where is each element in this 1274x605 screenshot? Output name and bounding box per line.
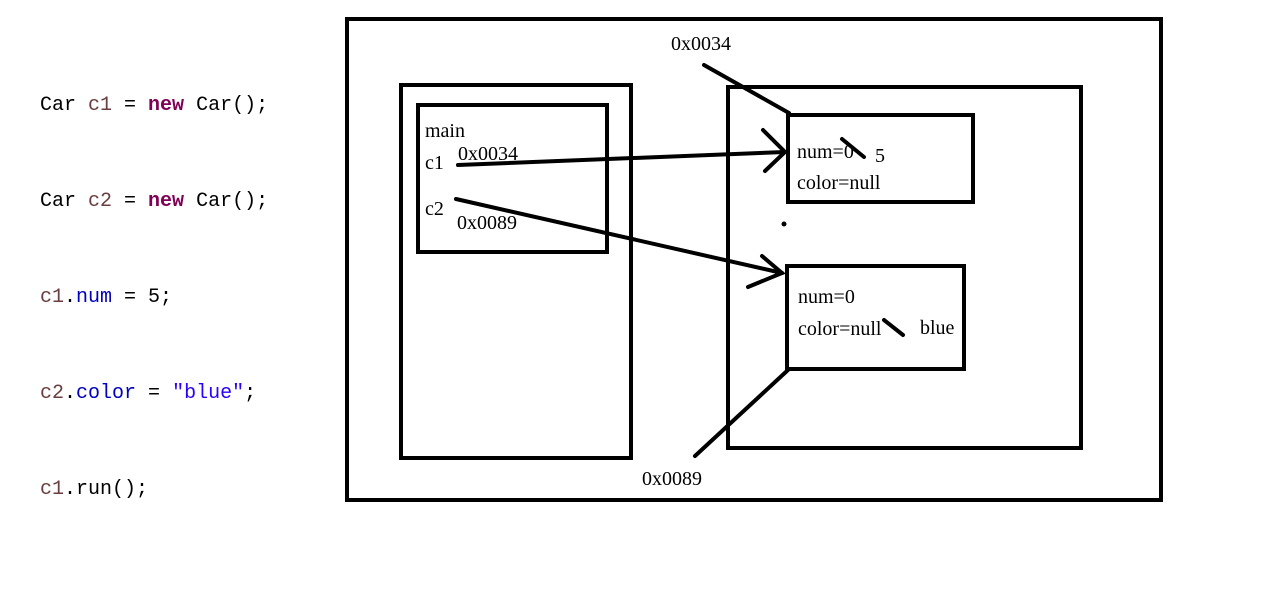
main-frame-box [416,103,609,254]
object1-num: num=0 [797,141,854,163]
code-token: ; [244,382,257,405]
object1-box [786,113,975,204]
code-token: . [64,286,77,309]
code-token: new [148,190,185,213]
code-token: .run(); [64,478,149,501]
stack-box [399,83,633,460]
code-token: num [76,286,113,309]
code-token: c1 [40,286,65,309]
dot-mark [781,221,787,227]
code-line: c1.run(); [40,474,268,506]
code-token: Car [40,94,89,117]
code-token: = [112,94,149,117]
code-line: Car c2 = new Car(); [40,186,268,218]
c2-label: c2 [425,198,444,220]
object1-num-strikethrough [840,137,866,159]
c1-label: c1 [425,152,444,174]
code-token: = [112,190,149,213]
object1-num-new: 5 [875,145,885,167]
code-token: c1 [40,478,65,501]
c1-address: 0x0034 [458,143,518,165]
c2-reference-arrow [454,197,784,275]
frame-label: main [425,120,465,142]
code-token: Car(); [184,190,269,213]
code-line: c1.num = 5; [40,282,268,314]
code-token: Car(); [184,94,269,117]
heap-box [726,85,1083,450]
code-token: = [136,382,173,405]
code-token: color [76,382,137,405]
code-snippet: Car c1 = new Car(); Car c2 = new Car(); … [40,26,268,538]
memory-outer-box [345,17,1163,502]
object1-address-pointer [702,63,791,115]
object2-num: num=0 [798,286,855,308]
code-token: . [64,382,77,405]
c1-arrowhead [761,128,788,173]
code-token: new [148,94,185,117]
object1-color: color=null [797,172,881,194]
object2-box [785,264,966,371]
object2-color-strikethrough [882,318,905,337]
object2-address-pointer [693,368,790,458]
code-token: = 5; [112,286,173,309]
code-token: c2 [40,382,65,405]
object2-address: 0x0089 [642,468,702,490]
object2-color: color=null [798,318,882,340]
object1-address: 0x0034 [671,33,731,55]
code-token: c2 [88,190,113,213]
object2-color-new: blue [920,317,955,339]
code-line: Car c1 = new Car(); [40,90,268,122]
c1-reference-arrow [456,150,787,167]
code-token: "blue" [172,382,245,405]
code-line: c2.color = "blue"; [40,378,268,410]
c2-address: 0x0089 [457,212,517,234]
c2-arrowhead [746,254,786,289]
code-token: c1 [88,94,113,117]
code-token: Car [40,190,89,213]
